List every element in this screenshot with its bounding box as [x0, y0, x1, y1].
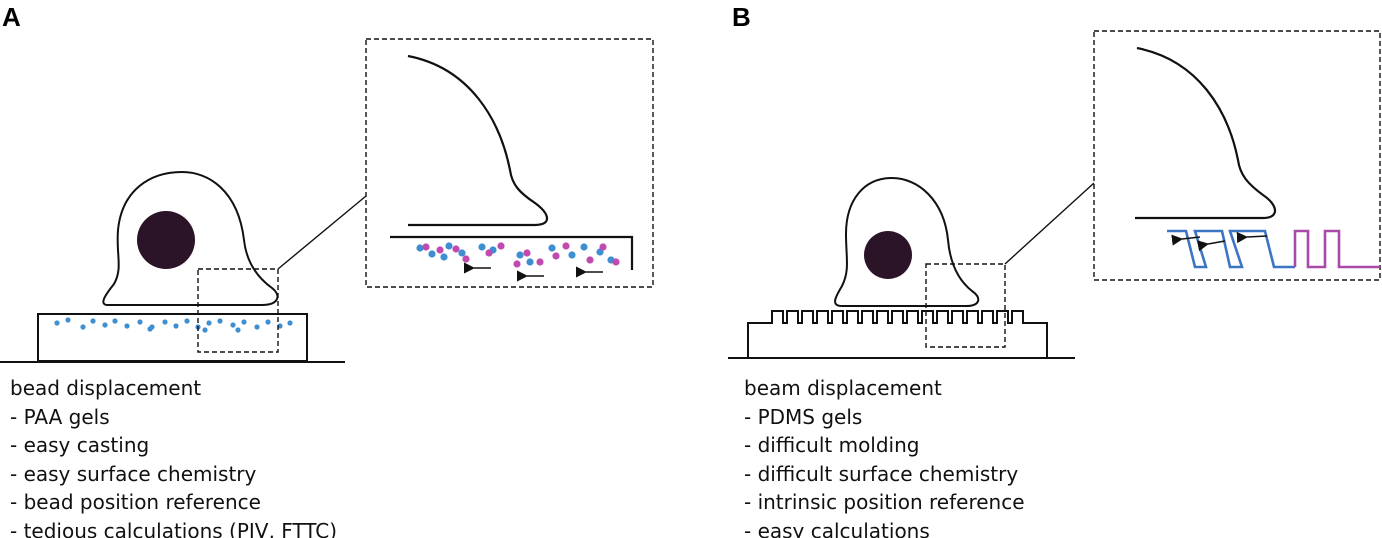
reference-bead [516, 251, 524, 259]
panel-a-letter: A [2, 2, 21, 32]
reference-bead [445, 242, 453, 250]
gel-bead [65, 317, 71, 323]
gel-bead [241, 319, 247, 325]
reference-bead [580, 243, 588, 251]
panel-b-caption-title: beam displacement [744, 376, 942, 400]
gel-bead [217, 318, 223, 324]
panel-a-inset-gel-surface [390, 235, 634, 270]
gel-bead [254, 324, 260, 330]
reference-bead [440, 253, 448, 261]
panel-b-caption-item: - difficult surface chemistry [744, 461, 1019, 486]
panel-a-caption-item: - tedious calculations (PIV, FTTC) [10, 518, 338, 538]
gel-bead [54, 320, 60, 326]
gel-bead [206, 320, 212, 326]
panel-b-caption: beam displacement - PDMS gels - difficul… [744, 374, 1025, 538]
panel-b-caption-item: - PDMS gels [744, 404, 863, 429]
panel-a-region-box [197, 268, 279, 353]
reference-bead [526, 258, 534, 266]
panel-a-nucleus [137, 211, 195, 269]
panel-b-deflected-beams [1167, 229, 1295, 269]
gel-bead [124, 323, 130, 329]
displaced-bead [552, 252, 560, 260]
displaced-bead [536, 258, 544, 266]
panel-b-region-box [925, 263, 1006, 348]
gel-bead [102, 322, 108, 328]
gel-bead [230, 322, 236, 328]
reference-bead [416, 244, 424, 252]
gel-bead [265, 319, 271, 325]
reference-bead [428, 250, 436, 258]
panel-a-gel-substrate [37, 313, 308, 362]
gel-bead [112, 318, 118, 324]
panel-b-zoom-connector [1004, 182, 1095, 265]
gel-bead [80, 324, 86, 330]
gel-bead [202, 327, 208, 333]
displaced-bead [562, 242, 570, 250]
panel-a: A [0, 2, 654, 363]
panel-a-inset-beads [416, 242, 620, 268]
panel-b: B [728, 2, 1381, 359]
panel-b-pillar-substrate [747, 310, 1048, 359]
gel-bead [173, 323, 179, 329]
gel-bead [162, 319, 168, 325]
panel-a-caption-item: - bead position reference [10, 490, 261, 515]
reference-bead [548, 244, 556, 252]
gel-bead [184, 318, 190, 324]
panel-a-zoom-connector [277, 195, 367, 270]
displaced-bead [586, 256, 594, 264]
panel-a-caption-item: - easy surface chemistry [10, 461, 257, 486]
panel-b-caption-item: - intrinsic position reference [744, 490, 1025, 515]
displaced-bead [485, 249, 493, 257]
displaced-bead [462, 255, 470, 263]
gel-bead [137, 319, 143, 325]
gel-bead [147, 326, 153, 332]
gel-bead [287, 320, 293, 326]
reference-bead [458, 249, 466, 257]
displaced-bead [599, 243, 607, 251]
panel-b-caption-item: - difficult molding [744, 433, 920, 458]
panel-b-undeflected-beams [1293, 229, 1380, 269]
panel-b-caption-item: - easy calculations [744, 518, 930, 538]
panel-a-caption-title: bead displacement [10, 376, 202, 400]
reference-bead [478, 243, 486, 251]
displaced-bead [523, 249, 531, 257]
displaced-bead [422, 243, 430, 251]
panel-a-caption-item: - PAA gels [10, 404, 110, 429]
panel-b-force-arrow [1171, 234, 1201, 246]
panel-b-force-arrow [1236, 231, 1268, 244]
panel-b-inset-cell-edge [1135, 46, 1277, 220]
panel-a-gel-beads [54, 317, 293, 333]
displaced-bead [612, 258, 620, 266]
gel-bead [90, 318, 96, 324]
reference-bead [568, 251, 576, 259]
panel-a-caption-item: - easy casting [10, 433, 150, 458]
gel-bead [235, 327, 241, 333]
displaced-bead [513, 260, 521, 268]
displaced-bead [452, 245, 460, 253]
panel-a-inset-cell-edge [407, 54, 549, 227]
panel-b-nucleus [864, 231, 912, 279]
displaced-bead [436, 246, 444, 254]
panel-b-force-arrow [1197, 240, 1226, 252]
panel-b-letter: B [732, 2, 751, 32]
displaced-bead [497, 242, 505, 250]
panel-a-caption: bead displacement - PAA gels - easy cast… [10, 374, 337, 538]
